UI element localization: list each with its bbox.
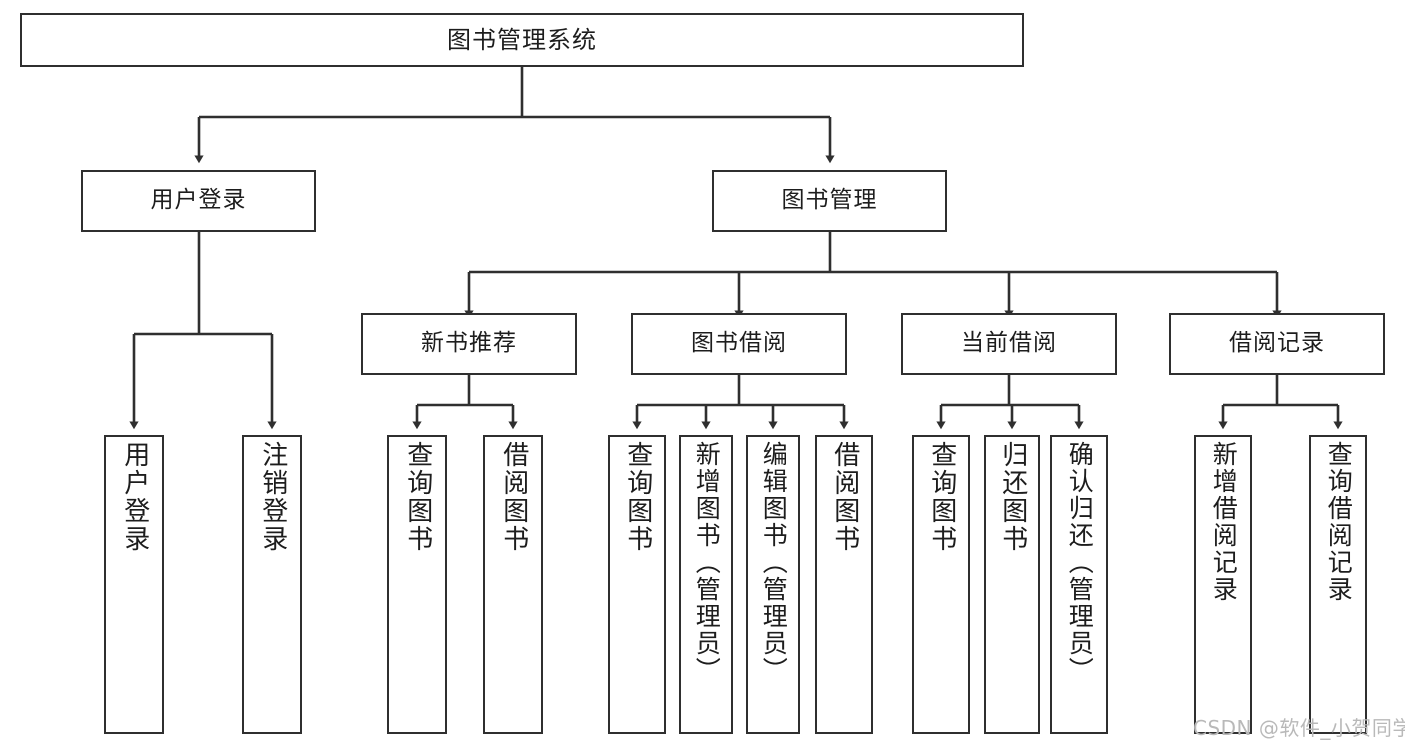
- node-label: 借阅图书: [829, 441, 860, 553]
- node-leaf-confirm-return[interactable]: 确认归还（管理员）: [1050, 435, 1108, 734]
- node-leaf-query-borrow-record[interactable]: 查询借阅记录: [1309, 435, 1367, 734]
- node-borrow-record[interactable]: 借阅记录: [1169, 313, 1385, 375]
- node-label: 查询图书: [402, 441, 433, 553]
- node-leaf-edit-book[interactable]: 编辑图书（管理员）: [746, 435, 800, 734]
- node-label: 新书推荐: [421, 330, 517, 357]
- node-leaf-add-borrow-record[interactable]: 新增借阅记录: [1194, 435, 1252, 734]
- node-leaf-query-book-2[interactable]: 查询图书: [608, 435, 666, 734]
- node-leaf-borrow-book-1[interactable]: 借阅图书: [483, 435, 543, 734]
- node-user-login[interactable]: 用户登录: [81, 170, 316, 232]
- node-label: 借阅图书: [498, 441, 529, 553]
- node-label: 新增图书（管理员）: [692, 441, 722, 684]
- node-label: 确认归还（管理员）: [1065, 441, 1095, 684]
- node-leaf-borrow-book-2[interactable]: 借阅图书: [815, 435, 873, 734]
- node-book-borrow[interactable]: 图书借阅: [631, 313, 847, 375]
- node-label: 注销登录: [257, 441, 288, 553]
- node-label: 归还图书: [997, 441, 1028, 553]
- node-label: 查询借阅记录: [1324, 441, 1354, 603]
- node-label: 查询图书: [926, 441, 957, 553]
- node-label: 图书管理: [781, 187, 878, 214]
- node-label: 新增借阅记录: [1209, 441, 1239, 603]
- node-label: 编辑图书（管理员）: [759, 441, 789, 684]
- node-leaf-logout-login[interactable]: 注销登录: [242, 435, 302, 734]
- node-new-book-recommend[interactable]: 新书推荐: [361, 313, 577, 375]
- node-current-borrow[interactable]: 当前借阅: [901, 313, 1117, 375]
- node-root-book-management-system[interactable]: 图书管理系统: [20, 13, 1024, 67]
- node-leaf-return-book[interactable]: 归还图书: [984, 435, 1040, 734]
- node-book-management[interactable]: 图书管理: [712, 170, 947, 232]
- node-leaf-add-book[interactable]: 新增图书（管理员）: [679, 435, 733, 734]
- node-label: 当前借阅: [961, 330, 1057, 357]
- node-leaf-query-book-1[interactable]: 查询图书: [387, 435, 447, 734]
- node-label: 借阅记录: [1229, 330, 1325, 357]
- node-label: 用户登录: [150, 187, 247, 214]
- node-label: 图书借阅: [691, 330, 787, 357]
- node-leaf-user-login[interactable]: 用户登录: [104, 435, 164, 734]
- node-label: 查询图书: [622, 441, 653, 553]
- csdn-watermark: CSDN @软件_小贺同学: [1193, 716, 1405, 740]
- node-label: 用户登录: [119, 441, 150, 553]
- node-label: 图书管理系统: [447, 25, 597, 54]
- node-leaf-query-book-3[interactable]: 查询图书: [912, 435, 970, 734]
